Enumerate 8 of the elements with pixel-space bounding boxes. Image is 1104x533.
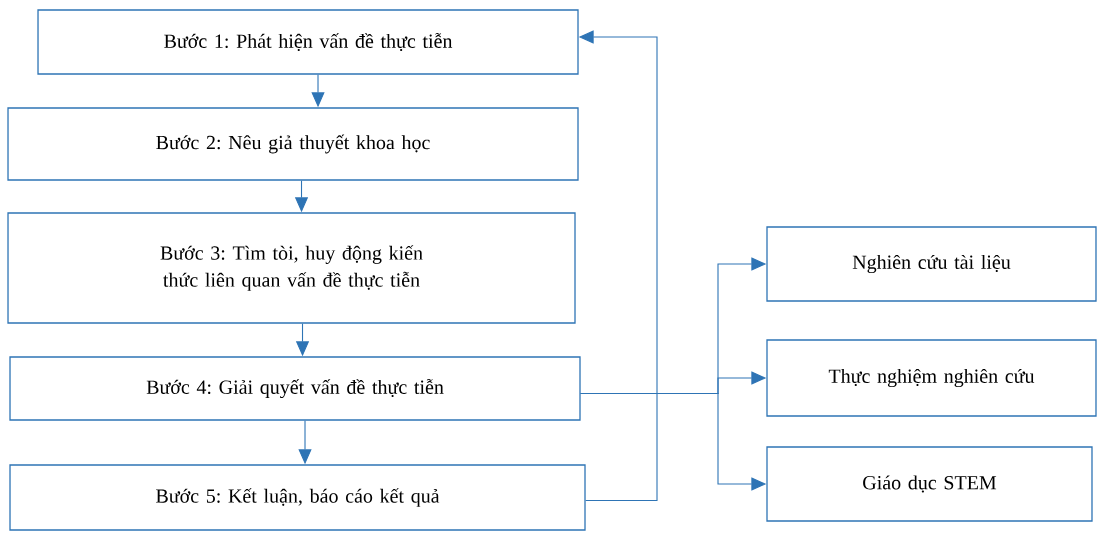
process-box: Bước 3: Tìm tòi, huy động kiến thức liên quan vấn đề thực tiễn	[7, 212, 576, 324]
process-box: Bước 5: Kết luận, báo cáo kết quả	[9, 464, 586, 531]
process-box: Nghiên cứu tài liệu	[766, 226, 1097, 302]
process-box: Bước 4: Giải quyết vấn đề thực tiễn	[9, 356, 581, 421]
process-box: Thực nghiệm nghiên cứu	[766, 339, 1097, 417]
process-box: Bước 1: Phát hiện vấn đề thực tiễn	[37, 9, 579, 75]
process-box: Giáo dục STEM	[766, 446, 1093, 522]
process-box: Bước 2: Nêu giả thuyết khoa học	[7, 107, 579, 181]
